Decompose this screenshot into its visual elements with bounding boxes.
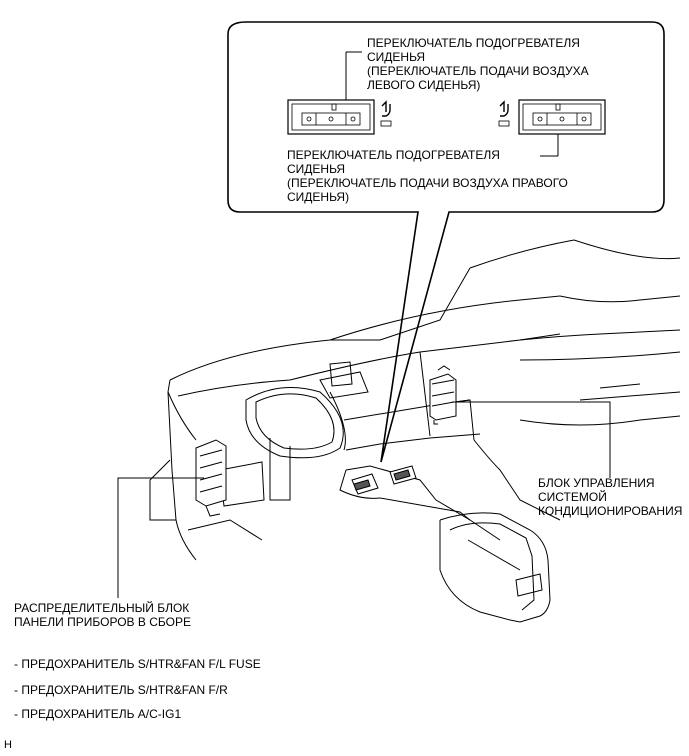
junction-block-label: РАСПРЕДЕЛИТЕЛЬНЫЙ БЛОК ПАНЕЛИ ПРИБОРОВ В… bbox=[14, 601, 191, 629]
junction-block-leader bbox=[117, 477, 204, 598]
fuse-item: - ПРЕДОХРАНИТЕЛЬ S/HTR&FAN F/L FUSE bbox=[14, 657, 261, 671]
junction-block-component bbox=[195, 439, 227, 517]
ac-ecu-component bbox=[429, 365, 457, 425]
console-switches bbox=[351, 465, 417, 495]
fuse-item: - ПРЕДОХРАНИТЕЛЬ A/C-IG1 bbox=[14, 707, 182, 721]
right-seat-heater-switch bbox=[498, 99, 606, 135]
fuse-item: - ПРЕДОХРАНИТЕЛЬ S/HTR&FAN F/R bbox=[14, 683, 228, 697]
ac-ecu-leader bbox=[452, 401, 611, 478]
left-switch-label: ПЕРЕКЛЮЧАТЕЛЬ ПОДОГРЕВАТЕЛЯ СИДЕНЬЯ (ПЕР… bbox=[367, 36, 589, 92]
footer-mark: H bbox=[4, 739, 12, 751]
right-switch-label: ПЕРЕКЛЮЧАТЕЛЬ ПОДОГРЕВАТЕЛЯ СИДЕНЬЯ (ПЕР… bbox=[287, 148, 568, 204]
left-seat-heater-switch bbox=[287, 99, 392, 135]
ac-ecu-label: БЛОК УПРАВЛЕНИЯ СИСТЕМОЙ КОНДИЦИОНИРОВАН… bbox=[538, 476, 683, 518]
dashboard-outline bbox=[149, 239, 681, 623]
